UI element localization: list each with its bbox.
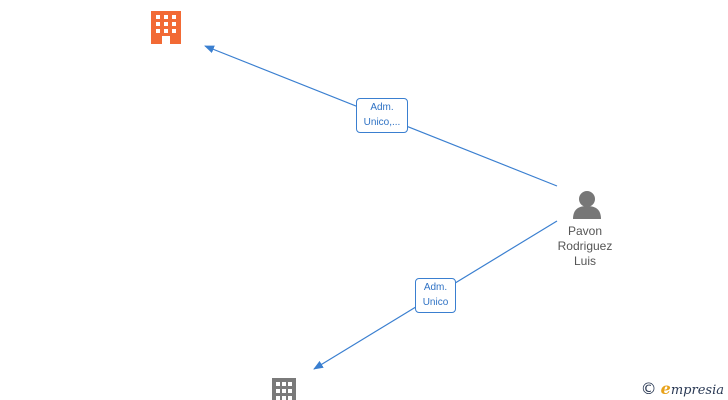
brand-logo-initial: e: [660, 379, 671, 398]
edge-label-line: Unico: [422, 297, 449, 308]
person-name-line: Luis: [573, 254, 596, 268]
brand-logo: empresia: [661, 379, 724, 398]
company-top-building-icon[interactable]: [151, 11, 181, 44]
edge-label-line: Unico,...: [363, 117, 401, 128]
edge-label-line: Adm.: [370, 102, 394, 113]
company-bottom-building-icon[interactable]: [272, 378, 296, 400]
edge-label-role-top[interactable]: Adm. Unico,...: [356, 98, 408, 133]
edge-label-role-bottom[interactable]: Adm. Unico: [415, 278, 456, 313]
person-name-line: Pavon: [567, 224, 603, 238]
person-name-line: Rodriguez: [557, 239, 613, 253]
person-name-label[interactable]: Pavon Rodriguez Luis: [540, 224, 630, 269]
watermark: © empresia: [641, 379, 724, 398]
person-icon[interactable]: [573, 191, 601, 219]
edge-label-line: Adm.: [423, 282, 448, 293]
brand-logo-text: mpresia: [670, 383, 724, 398]
copyright-icon: ©: [640, 379, 657, 398]
